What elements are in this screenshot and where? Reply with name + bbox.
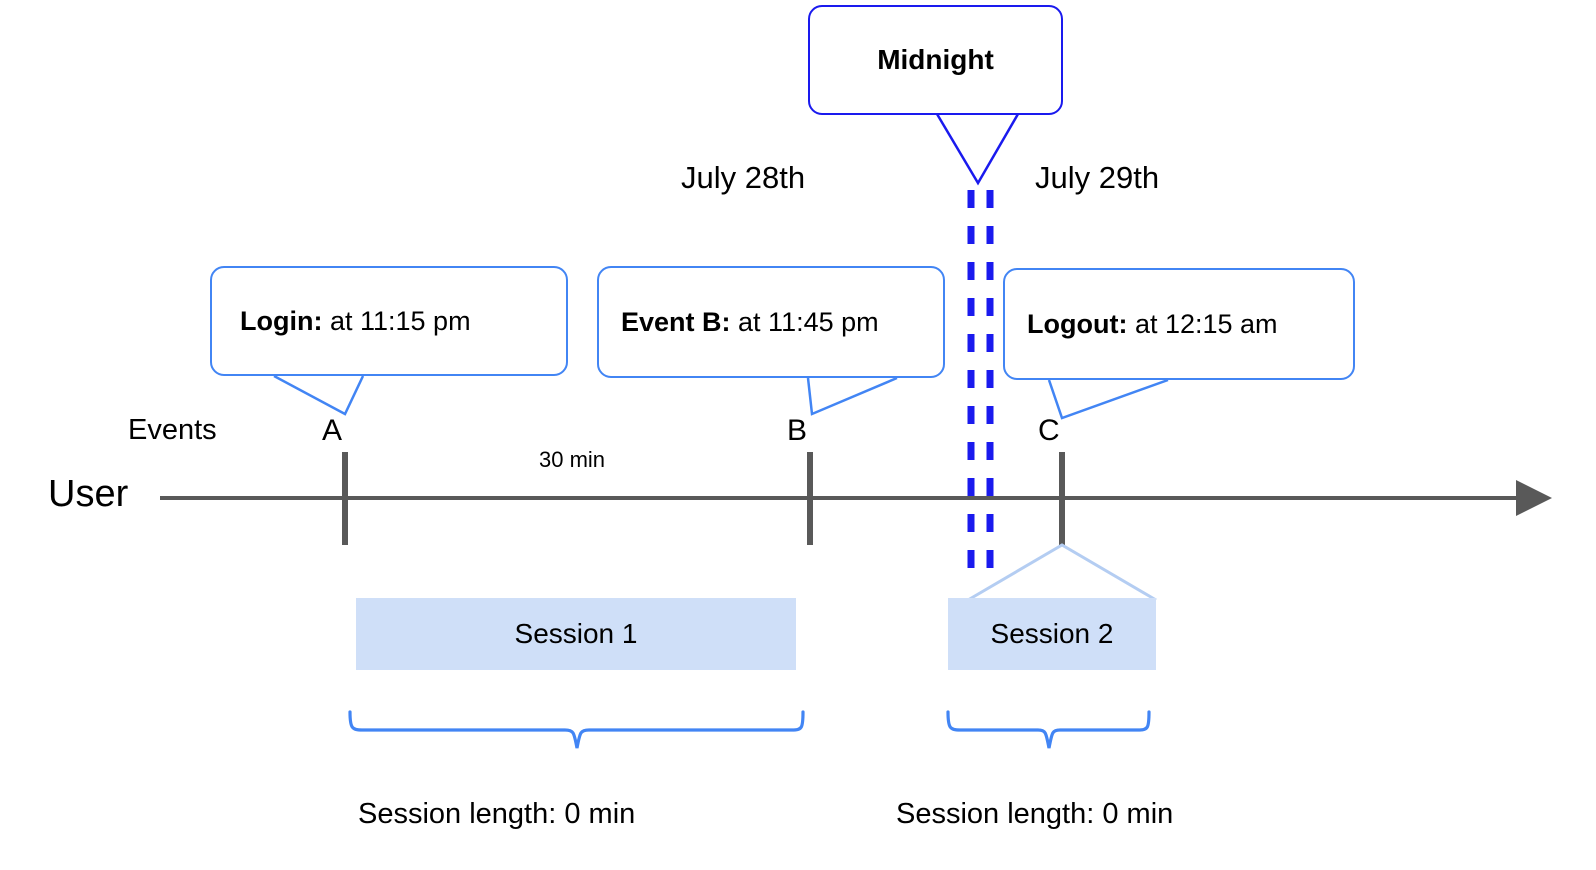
session-2-peak-lines <box>967 543 1157 602</box>
midnight-callout: Midnight <box>808 5 1063 115</box>
logout-callout-tail <box>1047 378 1169 420</box>
session-2-length-label: Session length: 0 min <box>896 798 1174 830</box>
callout-login-rest: at 11:15 pm <box>322 305 471 336</box>
callout-event-b-text: Event B: at 11:45 pm <box>599 306 879 338</box>
duration-label-30-min: 30 min <box>539 447 606 472</box>
session-2-box: Session 2 <box>948 598 1156 670</box>
session-1-brace <box>348 710 805 749</box>
midnight-callout-tail <box>935 113 1020 186</box>
date-label-july-29: July 29th <box>1035 160 1160 195</box>
callout-login: Login: at 11:15 pm <box>210 266 568 376</box>
event-marker-c: C <box>1038 414 1060 447</box>
user-axis-label: User <box>48 473 129 515</box>
session-2-label: Session 2 <box>990 618 1114 649</box>
login-callout-tail <box>273 374 365 416</box>
callout-login-text: Login: at 11:15 pm <box>212 305 471 337</box>
callout-event-b: Event B: at 11:45 pm <box>597 266 945 378</box>
session-1-label: Session 1 <box>514 618 638 649</box>
session-2-brace <box>946 710 1151 749</box>
event-marker-a: A <box>322 414 343 447</box>
callout-login-bold: Login: <box>240 305 323 336</box>
callout-logout: Logout: at 12:15 am <box>1003 268 1355 380</box>
event-marker-b: B <box>787 414 808 447</box>
callout-logout-bold: Logout: <box>1027 308 1128 339</box>
midnight-label: Midnight <box>877 44 994 75</box>
date-label-july-28: July 28th <box>681 160 806 195</box>
callout-logout-rest: at 12:15 am <box>1127 308 1278 339</box>
event-b-callout-tail <box>806 376 898 416</box>
callout-logout-text: Logout: at 12:15 am <box>1005 308 1278 340</box>
session-1-box: Session 1 <box>356 598 796 670</box>
callout-event-b-bold: Event B: <box>621 306 731 337</box>
events-row-label: Events <box>128 414 217 446</box>
session-1-length-label: Session length: 0 min <box>358 798 636 830</box>
callout-event-b-rest: at 11:45 pm <box>730 306 879 337</box>
